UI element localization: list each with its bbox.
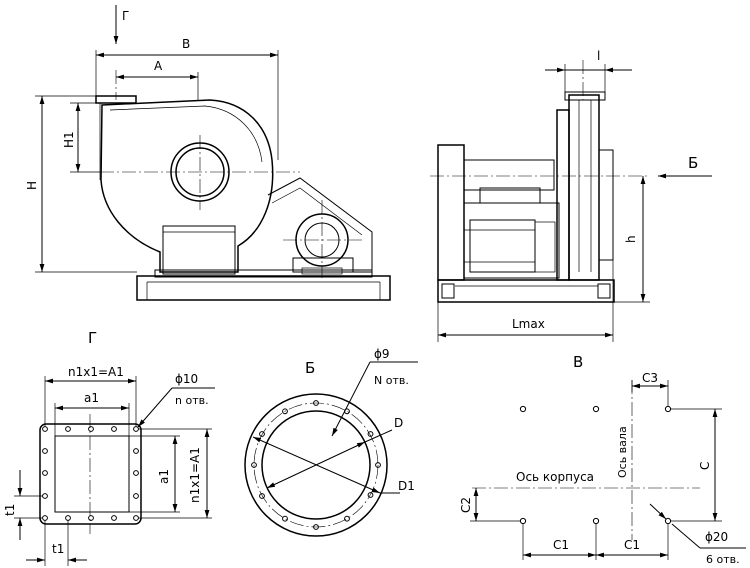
label-C: C bbox=[698, 462, 712, 470]
label-dim-h1: H1 bbox=[62, 131, 76, 148]
view-b-title: Б bbox=[305, 359, 315, 377]
label-dim-h-small: h bbox=[624, 235, 638, 243]
label-b-arrow: Б bbox=[688, 154, 698, 172]
foundation-holes bbox=[519, 405, 672, 525]
view-v-title: В bbox=[573, 353, 583, 371]
label-N-otv: N отв. bbox=[374, 374, 409, 387]
label-a1-side: a1 bbox=[157, 469, 171, 484]
label-t1-left: t1 bbox=[3, 504, 17, 516]
label-t1-bottom: t1 bbox=[52, 542, 64, 556]
label-os-vala: Ось вала bbox=[616, 426, 629, 478]
label-C1-right: C1 bbox=[624, 538, 640, 552]
label-os-korpusa: Ось корпуса bbox=[516, 470, 594, 484]
label-6-otv: 6 отв. bbox=[706, 553, 740, 566]
front-view: Г B A H1 H bbox=[25, 5, 391, 301]
label-n1x1-side: n1x1=A1 bbox=[188, 447, 202, 503]
label-a1-top: a1 bbox=[84, 391, 99, 405]
label-g-arrow: Г bbox=[122, 9, 129, 23]
view-v-foundation: В Ось вала Ось корпуса C3 C C2 bbox=[459, 353, 746, 566]
label-dim-h: H bbox=[25, 181, 39, 190]
view-b-flange: Б ϕ9 N отв. D D1 bbox=[244, 347, 418, 537]
label-n-otv: n отв. bbox=[175, 394, 209, 407]
flange-holes bbox=[42, 426, 139, 521]
label-n1x1-top: n1x1=A1 bbox=[68, 365, 124, 379]
label-phi20: ϕ20 bbox=[705, 530, 728, 544]
label-phi10: ϕ10 bbox=[175, 372, 198, 386]
label-dim-a: A bbox=[154, 59, 163, 73]
label-dim-lmax: Lmax bbox=[512, 317, 545, 331]
label-D: D bbox=[394, 416, 403, 430]
label-dim-b: B bbox=[182, 37, 190, 51]
label-C1-left: C1 bbox=[553, 538, 569, 552]
label-D1: D1 bbox=[398, 479, 415, 493]
label-dim-l: l bbox=[597, 49, 600, 63]
view-g-title: Г bbox=[88, 329, 97, 347]
side-view: l Б h Lmax bbox=[430, 49, 712, 342]
label-C3: C3 bbox=[642, 371, 658, 385]
label-phi9: ϕ9 bbox=[374, 347, 390, 361]
view-g-flange: Г n1x1=A1 a1 ϕ10 n отв. bbox=[3, 329, 215, 566]
label-C2: C2 bbox=[459, 497, 473, 513]
